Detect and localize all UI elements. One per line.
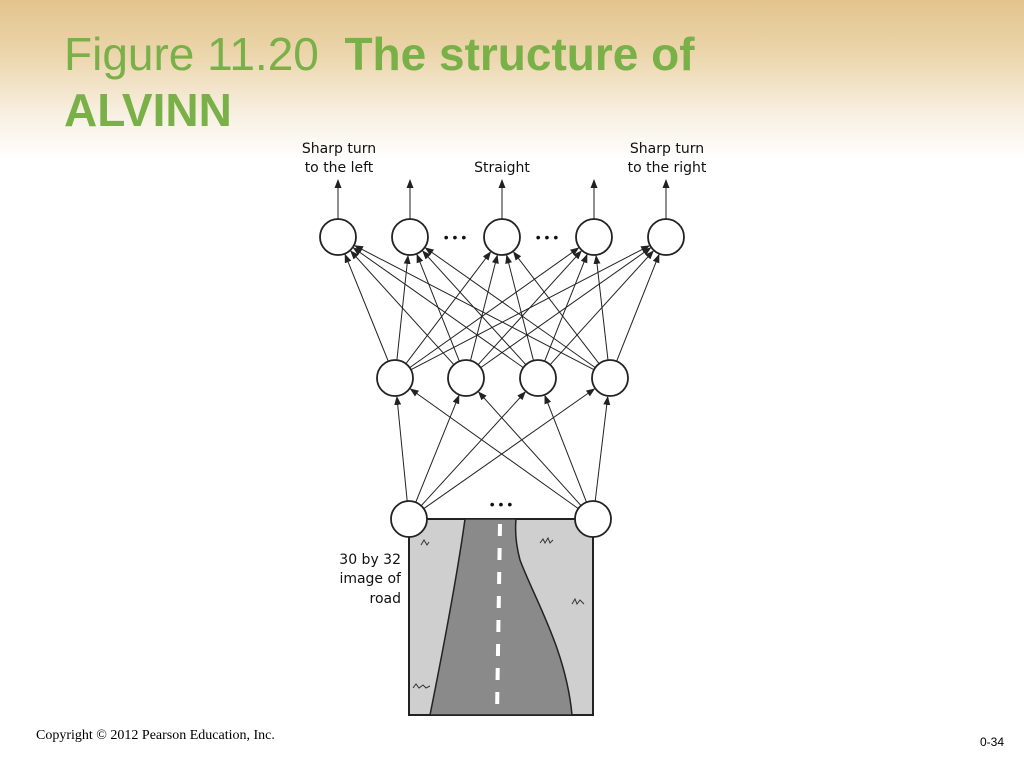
hidden-to-output-connection xyxy=(593,254,609,361)
copyright-notice: Copyright © 2012 Pearson Education, Inc. xyxy=(36,728,275,743)
grass-mark xyxy=(420,539,430,546)
input-label-line3: road xyxy=(370,591,401,607)
input-unit xyxy=(574,500,612,538)
label-straight: Straight xyxy=(474,160,530,176)
ellipsis-output-right: • • • xyxy=(536,229,559,245)
input-label-line1: 30 by 32 xyxy=(339,552,401,568)
label-sharp-right-line2: to the right xyxy=(628,160,707,176)
input-unit xyxy=(390,500,428,538)
hidden-to-output-connection xyxy=(405,251,492,365)
header-band xyxy=(0,0,1024,160)
input-to-hidden-connection xyxy=(409,388,579,510)
input-to-hidden-connection xyxy=(423,388,596,510)
road-surface xyxy=(429,518,573,716)
hidden-to-output-connection xyxy=(470,254,499,361)
grass-mark xyxy=(539,536,554,545)
ellipsis-input: • • • xyxy=(490,496,513,512)
title-bold: The structure of ALVINN xyxy=(64,28,695,136)
input-to-hidden-connection xyxy=(394,395,408,502)
hidden-to-output-connection xyxy=(477,250,582,366)
input-to-hidden-connection xyxy=(544,394,587,503)
input-to-hidden-connection xyxy=(415,394,460,503)
slide-title: Figure 11.20 The structure of ALVINN xyxy=(64,26,824,138)
hidden-to-output-connection xyxy=(512,251,600,365)
road-center-line xyxy=(495,523,502,716)
output-arrows xyxy=(334,179,670,219)
hidden-unit xyxy=(591,359,629,397)
grass-mark xyxy=(412,683,431,689)
grass-marks xyxy=(412,536,585,689)
hidden-to-output-connection xyxy=(505,254,534,361)
output-unit xyxy=(647,218,685,256)
hidden-unit xyxy=(447,359,485,397)
hidden-to-output-connection xyxy=(344,253,389,362)
input-to-hidden-connection xyxy=(478,391,582,506)
hidden-to-output-connection xyxy=(354,245,595,371)
hidden-to-output-connection xyxy=(424,247,596,369)
hidden-unit xyxy=(376,359,414,397)
hidden-to-output-connection xyxy=(544,253,588,362)
page-number: 0-34 xyxy=(979,735,1004,749)
output-unit xyxy=(575,218,613,256)
title-prefix: Figure 11.20 xyxy=(64,28,319,80)
hidden-unit xyxy=(519,359,557,397)
grass-mark xyxy=(571,597,585,606)
output-unit xyxy=(483,218,521,256)
label-sharp-right-line1: Sharp turn xyxy=(630,141,704,157)
network-connections xyxy=(344,245,660,510)
label-sharp-left-line1: Sharp turn xyxy=(302,141,376,157)
ellipsis-marks: • • • • • • • • • xyxy=(444,229,559,512)
input-label: 30 by 32 image of road xyxy=(339,552,402,607)
hidden-to-output-connection xyxy=(352,247,524,369)
output-labels: Sharp turn to the left Straight Sharp tu… xyxy=(302,141,707,176)
road-image xyxy=(408,518,594,716)
input-to-hidden-connection xyxy=(420,391,526,507)
hidden-to-output-connection xyxy=(350,250,455,366)
output-unit xyxy=(391,218,429,256)
output-unit xyxy=(319,218,357,256)
label-sharp-left-line2: to the left xyxy=(305,160,374,176)
ellipsis-output-left: • • • xyxy=(444,229,467,245)
hidden-to-output-connection xyxy=(616,253,660,362)
input-to-hidden-connection xyxy=(594,395,611,502)
input-label-line2: image of xyxy=(339,571,402,587)
network-nodes xyxy=(319,218,685,538)
